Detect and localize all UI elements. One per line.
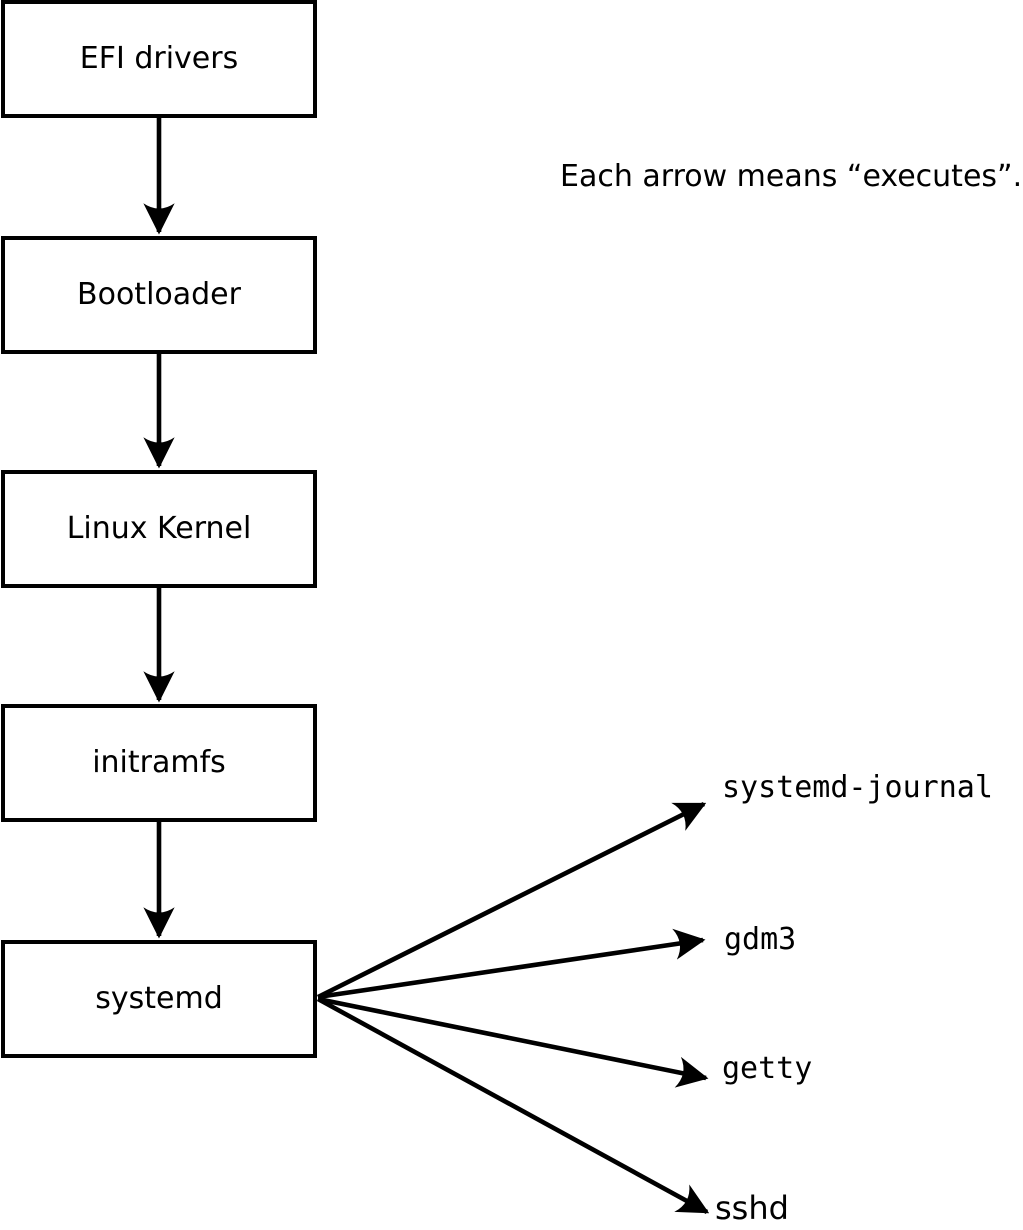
box-linux-kernel-label: Linux Kernel <box>66 511 252 546</box>
legend-note: Each arrow means “executes”. <box>560 159 1023 194</box>
box-bootloader: Bootloader <box>1 236 317 354</box>
box-systemd: systemd <box>1 940 317 1058</box>
box-efi-drivers-label: EFI drivers <box>79 41 239 76</box>
arrow-systemd-to-journal <box>316 801 707 1000</box>
leaf-gdm3: gdm3 <box>724 922 797 957</box>
arrow-systemd-to-gdm3 <box>317 928 706 1000</box>
box-linux-kernel: Linux Kernel <box>1 470 317 588</box>
box-initramfs: initramfs <box>1 704 317 822</box>
box-systemd-label: systemd <box>95 981 223 1016</box>
box-initramfs-label: initramfs <box>92 745 226 780</box>
box-efi-drivers: EFI drivers <box>1 0 317 118</box>
arrow-systemd-to-getty <box>317 996 709 1088</box>
box-bootloader-label: Bootloader <box>77 277 241 312</box>
leaf-sshd: sshd <box>715 1189 789 1227</box>
leaf-getty: getty <box>722 1051 813 1086</box>
arrow-systemd-to-sshd <box>316 996 710 1215</box>
leaf-systemd-journal: systemd-journal <box>722 770 993 805</box>
